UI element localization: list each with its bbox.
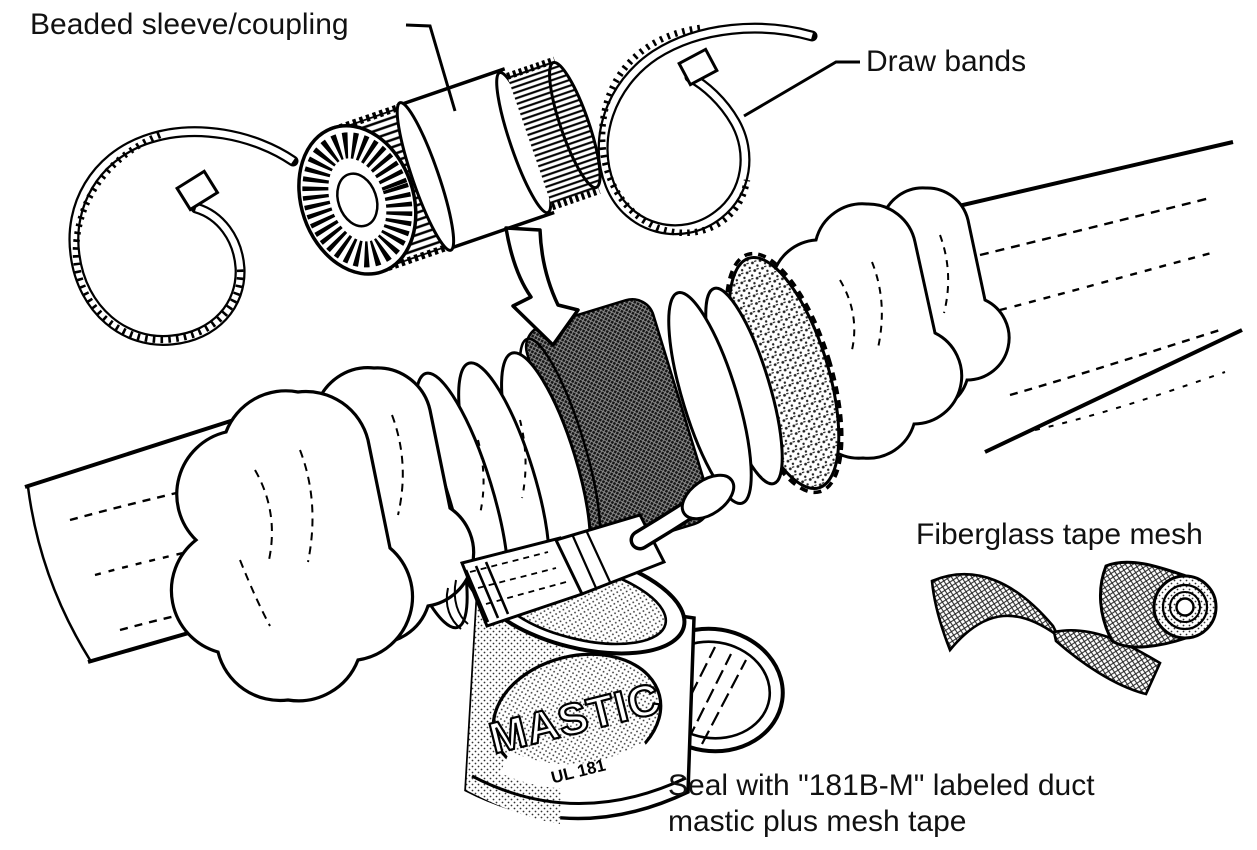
draw-band-right xyxy=(597,22,818,236)
caption-seal-instruction: Seal with "181B-M" labeled duct mastic p… xyxy=(668,768,1095,840)
flex-duct-illustration xyxy=(24,140,1243,703)
mesh-tape-roll xyxy=(930,560,1218,696)
arrow-down-icon xyxy=(504,226,580,347)
caption-line-2: mastic plus mesh tape xyxy=(668,805,967,838)
leader-line-draw-bands xyxy=(743,60,860,118)
label-draw-bands: Draw bands xyxy=(866,45,1027,78)
duct-insulation-roll-left-1 xyxy=(169,389,415,703)
draw-band-left xyxy=(68,126,299,346)
leader-line-beaded-sleeve xyxy=(405,23,457,112)
label-fiberglass-tape-mesh: Fiberglass tape mesh xyxy=(916,518,1203,551)
beaded-sleeve-illustration xyxy=(297,56,602,276)
mastic-label: MASTIC UL 181 xyxy=(483,652,667,789)
paint-brush xyxy=(445,473,736,630)
label-beaded-sleeve: Beaded sleeve/coupling xyxy=(30,8,349,41)
duct-core-rings-right xyxy=(667,286,784,505)
duct-right-segment xyxy=(949,140,1243,454)
caption-line-1: Seal with "181B-M" labeled duct xyxy=(668,769,1095,802)
